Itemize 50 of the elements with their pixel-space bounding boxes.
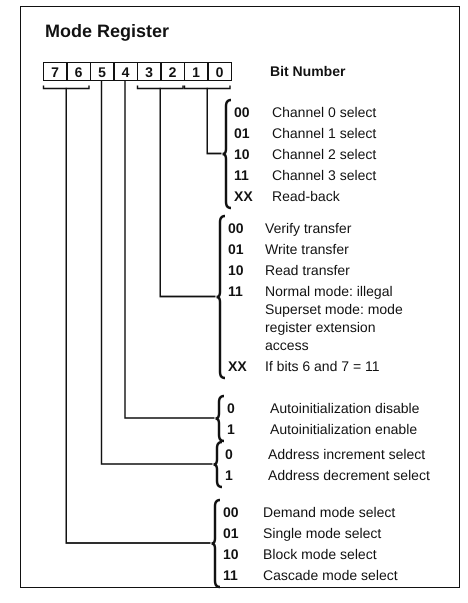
bit-value: 11 bbox=[228, 282, 244, 300]
bit-description: Write transfer bbox=[265, 240, 349, 258]
connector-line bbox=[124, 80, 214, 419]
bit-description: Address decrement select bbox=[268, 466, 430, 484]
bit-cell: 2 bbox=[160, 62, 184, 81]
bit-cell: 0 bbox=[208, 62, 232, 81]
bit-value: 0 bbox=[225, 445, 234, 463]
bit-value: 1 bbox=[225, 466, 234, 484]
bit-description: If bits 6 and 7 = 11 bbox=[265, 357, 380, 375]
bit-cell: 4 bbox=[114, 62, 138, 81]
bit-value: 01 bbox=[223, 524, 240, 542]
row-label: Bit Number bbox=[270, 63, 346, 79]
bit-cell: 7 bbox=[43, 62, 67, 81]
bit-value: 10 bbox=[223, 545, 240, 563]
bit-cell: 3 bbox=[137, 62, 161, 81]
bit-description: Channel 3 select bbox=[272, 166, 376, 184]
bit-value: XX bbox=[234, 187, 254, 205]
bit-value: 11 bbox=[234, 166, 250, 184]
bit-description: Channel 1 select bbox=[272, 124, 376, 142]
bit-value: 01 bbox=[228, 240, 245, 258]
bit-description: Channel 2 select bbox=[272, 145, 376, 163]
bit-description: Address increment select bbox=[268, 445, 426, 463]
bit-value: 00 bbox=[223, 503, 240, 521]
bit-value: 10 bbox=[228, 261, 245, 279]
bit-value: 00 bbox=[228, 219, 245, 237]
bit-description: Block mode select bbox=[263, 545, 377, 563]
bit-description: Verify transfer bbox=[265, 219, 352, 237]
bit-description: Read transfer bbox=[265, 261, 350, 279]
diagram-title: Mode Register bbox=[45, 21, 170, 42]
connector-line bbox=[100, 80, 212, 465]
connector-line bbox=[160, 86, 216, 298]
bit-value: 10 bbox=[234, 145, 251, 163]
connector-line bbox=[206, 86, 231, 154]
bit-value: 0 bbox=[227, 399, 236, 417]
bit-value: 01 bbox=[234, 124, 251, 142]
bit-description: Autoinitialization enable bbox=[270, 420, 418, 438]
bit-cell: 1 bbox=[184, 62, 208, 81]
bit-description: Autoinitialization disable bbox=[270, 399, 420, 417]
bit-description: Demand mode select bbox=[263, 503, 396, 521]
bit-description: Single mode select bbox=[263, 524, 382, 542]
bit-value: XX bbox=[228, 357, 248, 375]
bit-description: Channel 0 select bbox=[272, 103, 376, 121]
bit-value: 1 bbox=[227, 420, 236, 438]
bit-cell: 6 bbox=[66, 62, 90, 81]
bit-value: 11 bbox=[223, 566, 239, 584]
bit-value: 00 bbox=[234, 103, 251, 121]
bit-description: Normal mode: illegal Superset mode: mode register extension access bbox=[265, 282, 404, 354]
bit-description: Cascade mode select bbox=[263, 566, 398, 584]
bit-cell: 5 bbox=[90, 62, 114, 81]
bit-description: Read-back bbox=[272, 187, 340, 205]
